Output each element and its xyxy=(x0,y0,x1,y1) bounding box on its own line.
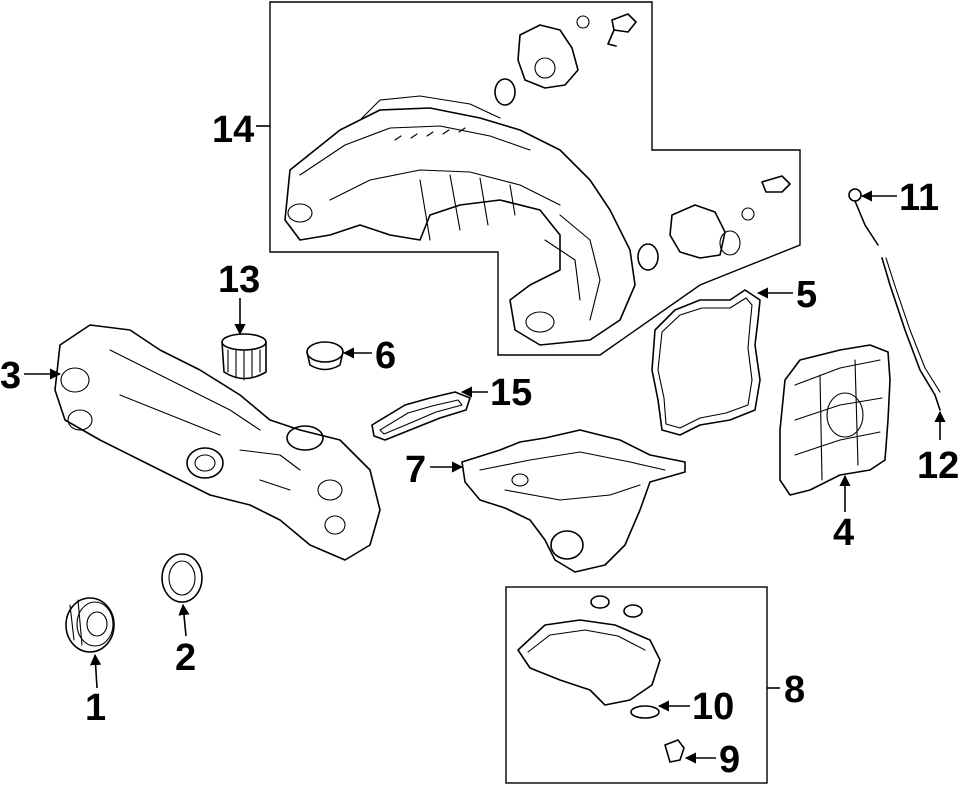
valve-assembly-upper xyxy=(494,13,637,106)
manifold-gasket-part xyxy=(371,391,471,441)
callout-8: 8 xyxy=(784,669,805,711)
callout-10: 10 xyxy=(692,686,734,728)
callout-13: 13 xyxy=(218,259,260,301)
timing-cover-part xyxy=(54,324,381,561)
callout-6: 6 xyxy=(375,335,396,377)
callout-1: 1 xyxy=(85,687,106,729)
callout-3: 3 xyxy=(0,355,21,397)
callout-9: 9 xyxy=(719,739,740,781)
callout-11: 11 xyxy=(899,177,939,219)
oil-filter-part xyxy=(221,333,267,381)
upper-oil-pan-part xyxy=(461,429,686,573)
callout-4: 4 xyxy=(833,512,854,554)
callout-2: 2 xyxy=(175,637,196,679)
crank-pulley-part xyxy=(65,597,115,653)
leader-2 xyxy=(178,603,190,637)
valve-cover-part xyxy=(779,344,891,496)
crank-seal-part xyxy=(161,553,203,603)
valve-assembly-lower xyxy=(637,175,791,271)
intake-manifold-part xyxy=(284,95,636,346)
callout-14: 14 xyxy=(212,109,254,151)
dipstick-part xyxy=(848,188,941,411)
valve-cover-gasket-part xyxy=(651,289,761,436)
group-frame-8 xyxy=(505,586,768,784)
group-frame-14 xyxy=(269,1,801,356)
callout-15: 15 xyxy=(490,372,532,414)
callout-5: 5 xyxy=(796,274,817,316)
oil-cap-part xyxy=(306,341,344,371)
callout-12: 12 xyxy=(917,445,959,487)
lower-oil-pan-part xyxy=(517,595,685,763)
callout-7: 7 xyxy=(405,449,426,491)
leader-1 xyxy=(90,653,102,689)
